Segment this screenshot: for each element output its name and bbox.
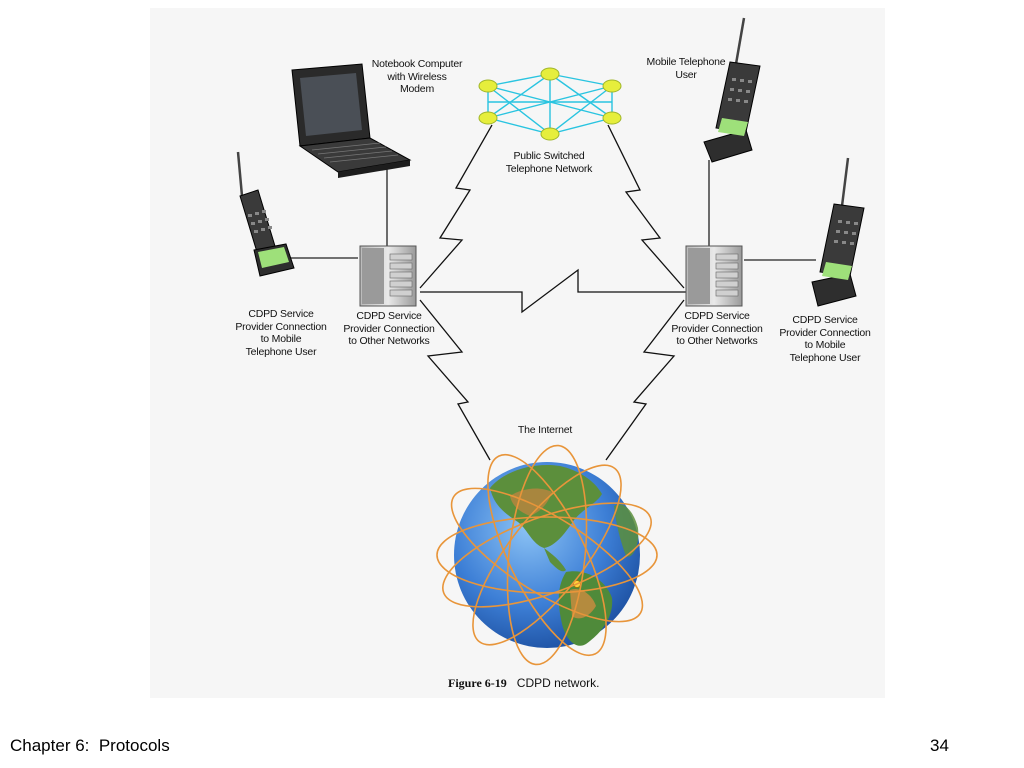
right-phone-label-line: to Mobile (804, 339, 846, 351)
right-phone-label: CDPD Service Provider Connection to Mobi… (770, 314, 880, 364)
notebook-label-line: Modem (399, 83, 434, 95)
notebook-label-line: with Wireless (387, 70, 447, 83)
zigzag-pstn-to-right-server (607, 124, 685, 289)
zigzag-server-to-server (420, 268, 686, 314)
mobile-user-top-label-line: User (675, 68, 697, 81)
zigzag-left-server-to-pstn (419, 124, 493, 289)
internet-globe-icon (454, 462, 640, 648)
left-server-label: CDPD Service Provider Connection to Othe… (334, 310, 444, 348)
right-server-label-line: to Other Networks (676, 335, 758, 347)
figure-caption-text: CDPD network. (516, 676, 600, 690)
right-phone-label-line: CDPD Service (792, 314, 858, 326)
mobile-user-top-label-line: Mobile Telephone (646, 56, 726, 68)
right-server-label: CDPD Service Provider Connection to Othe… (662, 310, 772, 348)
left-server-label-line: Provider Connection (343, 322, 435, 335)
zigzag-left-server-to-internet (419, 299, 491, 461)
zigzag-right-server-to-internet (605, 299, 685, 461)
left-phone-label-line: CDPD Service (248, 308, 314, 320)
left-phone-label-line: to Mobile (260, 333, 302, 345)
right-cell-phone-icon (811, 157, 865, 307)
pstn-label: Public Switched Telephone Network (494, 150, 604, 175)
right-server-label-line: Provider Connection (671, 322, 763, 335)
top-right-cell-phone-icon (703, 17, 761, 163)
left-server-label-line: CDPD Service (356, 310, 422, 322)
right-server-icon (685, 245, 743, 307)
mobile-user-top-label: Mobile Telephone User (636, 56, 736, 81)
right-server-label-line: CDPD Service (684, 310, 750, 322)
figure-number: Figure 6-19 (448, 676, 507, 690)
notebook-computer-icon (291, 63, 412, 178)
left-phone-label-line: Telephone User (245, 345, 317, 358)
internet-label: The Internet (517, 424, 573, 436)
wired-connections (288, 160, 816, 261)
left-phone-label: CDPD Service Provider Connection to Mobi… (226, 308, 336, 358)
left-server-label-line: to Other Networks (348, 335, 430, 347)
left-cell-phone-icon (236, 151, 295, 277)
left-phone-label-line: Provider Connection (235, 320, 327, 333)
pstn-network-icon (478, 67, 622, 141)
orbit-rings (436, 444, 658, 666)
left-server-icon (359, 245, 417, 307)
right-phone-label-line: Telephone User (789, 351, 861, 364)
figure-caption: Figure 6-19 CDPD network. (448, 676, 599, 691)
notebook-label-line: Notebook Computer (371, 58, 463, 70)
wireless-connections (419, 124, 686, 461)
pstn-label-line: Public Switched (513, 150, 585, 162)
pstn-label-line: Telephone Network (505, 162, 593, 175)
notebook-label: Notebook Computer with Wireless Modem (362, 58, 472, 96)
right-phone-label-line: Provider Connection (779, 326, 871, 339)
footer-page-number: 34 (930, 736, 949, 755)
footer-chapter: Chapter 6: Protocols (10, 736, 170, 755)
